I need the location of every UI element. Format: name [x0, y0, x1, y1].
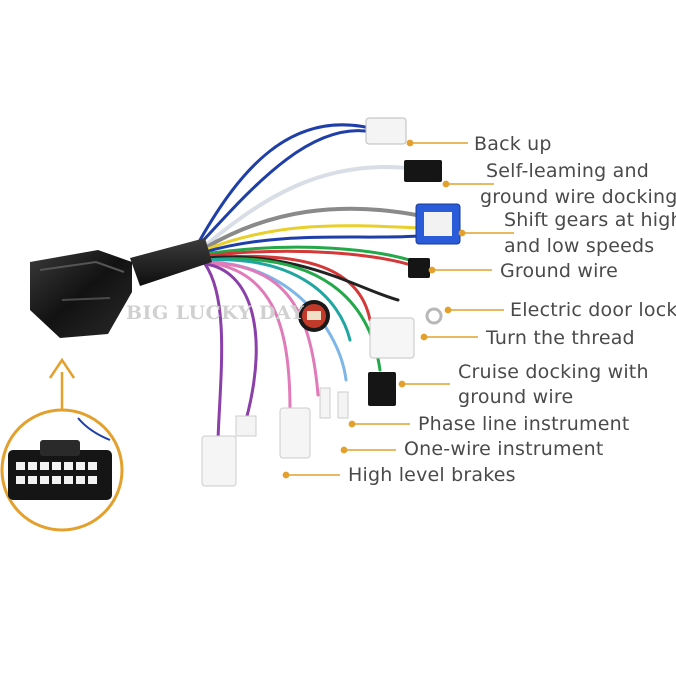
label-cruise-docking-line1: Cruise docking with: [458, 361, 649, 383]
label-cruise-docking-line2: ground wire: [458, 386, 574, 408]
main-plug-icon: [30, 238, 212, 338]
label-one-wire-instrument: One-wire instrument: [404, 438, 604, 460]
label-self-learning-line1: Self-leaming and: [486, 160, 650, 182]
connector-closeup-icon: [0, 408, 124, 532]
label-phase-line-instrument: Phase line instrument: [418, 413, 630, 435]
leader-lines: [282, 139, 514, 479]
label-high-level-brakes: High level brakes: [348, 464, 516, 486]
label-ground-wire: Ground wire: [500, 260, 619, 282]
label-shift-gears-line2: and low speeds: [504, 235, 655, 257]
wire-bundle: [198, 123, 424, 442]
watermark: BIG LUCKY DAY: [126, 302, 305, 324]
brand-badge-icon: [298, 300, 330, 332]
label-electric-door-lock: Electric door lock: [510, 299, 676, 321]
label-shift-gears-line1: Shift gears at high: [504, 209, 676, 231]
label-turn-the-thread: Turn the thread: [486, 327, 635, 349]
label-self-learning-line2: ground wire docking: [480, 186, 676, 208]
label-back-up: Back up: [474, 133, 552, 155]
connectors: [201, 117, 461, 487]
